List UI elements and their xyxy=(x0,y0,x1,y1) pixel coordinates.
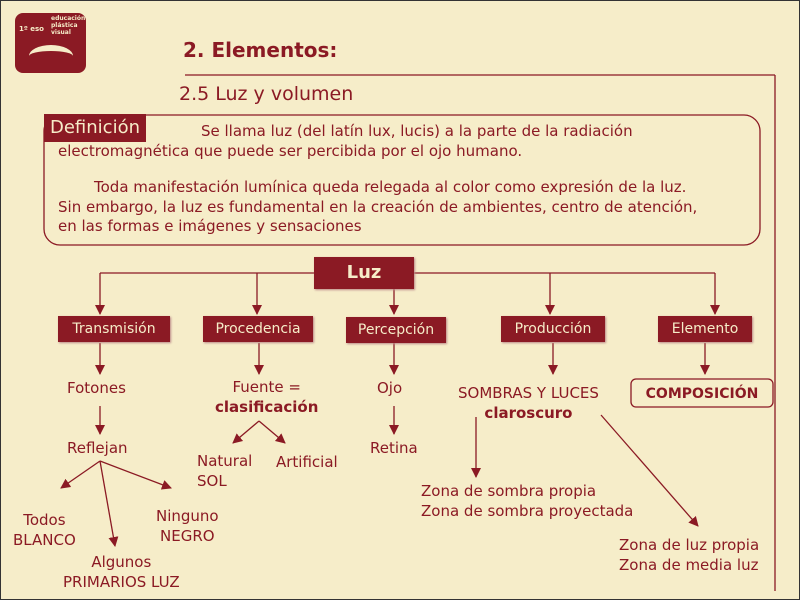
definition-line: en las formas e imágenes y sensaciones xyxy=(58,217,362,235)
label: Zona de sombra propia xyxy=(421,482,597,500)
label: Todos xyxy=(23,511,66,529)
node-retina: Retina xyxy=(370,439,418,457)
root-node-luz: Luz xyxy=(314,257,414,289)
definition-line: Sin embargo, la luz es fundamental en la… xyxy=(58,197,698,216)
logo-wave-icon xyxy=(29,45,73,67)
category-percepcion: Percepción xyxy=(346,317,446,343)
definition-label: Definición xyxy=(44,114,146,142)
label: Zona de sombra proyectada xyxy=(421,502,634,520)
logo-subject: educación plástica visual xyxy=(51,15,86,36)
label: Zona de luz propia xyxy=(619,536,760,554)
logo: 1º eso educación plástica visual xyxy=(15,13,86,73)
category-elemento: Elemento xyxy=(658,316,752,342)
node-fuente: Fuente = clasificación xyxy=(215,377,318,417)
label: NEGRO xyxy=(160,527,215,545)
node-fotones: Fotones xyxy=(67,379,126,397)
label: Ninguno xyxy=(156,507,219,525)
label: BLANCO xyxy=(13,531,76,549)
definition-line: electromagnética que puede ser percibida… xyxy=(58,141,523,160)
label: SOMBRAS Y LUCES xyxy=(458,384,599,402)
label: Fuente = xyxy=(232,378,301,396)
definition-text: Se llama luz (del latín lux, lucis) a la… xyxy=(58,122,697,237)
label: Natural xyxy=(197,452,253,470)
category-procedencia: Procedencia xyxy=(203,316,313,342)
logo-grade: 1º eso xyxy=(19,25,44,33)
label: clasificación xyxy=(215,398,319,416)
definition-line: Toda manifestación lumínica queda relega… xyxy=(94,178,687,196)
node-reflejan: Reflejan xyxy=(67,439,128,457)
label: Zona de media luz xyxy=(619,556,759,574)
label: claroscuro xyxy=(484,404,573,422)
page-subtitle: 2.5 Luz y volumen xyxy=(179,83,354,105)
category-transmision: Transmisión xyxy=(58,316,170,342)
category-produccion: Producción xyxy=(501,316,605,342)
node-artificial: Artificial xyxy=(276,453,338,471)
node-ojo: Ojo xyxy=(377,379,403,397)
label: PRIMARIOS LUZ xyxy=(63,573,180,591)
label: Algunos xyxy=(91,553,152,571)
label: SOL xyxy=(197,472,227,490)
definition-line: Se llama luz (del latín lux, lucis) a la… xyxy=(201,122,633,140)
node-composicion: COMPOSICIÓN xyxy=(645,386,759,402)
node-sombras: SOMBRAS Y LUCES claroscuro xyxy=(458,383,599,423)
page-title: 2. Elementos: xyxy=(183,38,338,62)
